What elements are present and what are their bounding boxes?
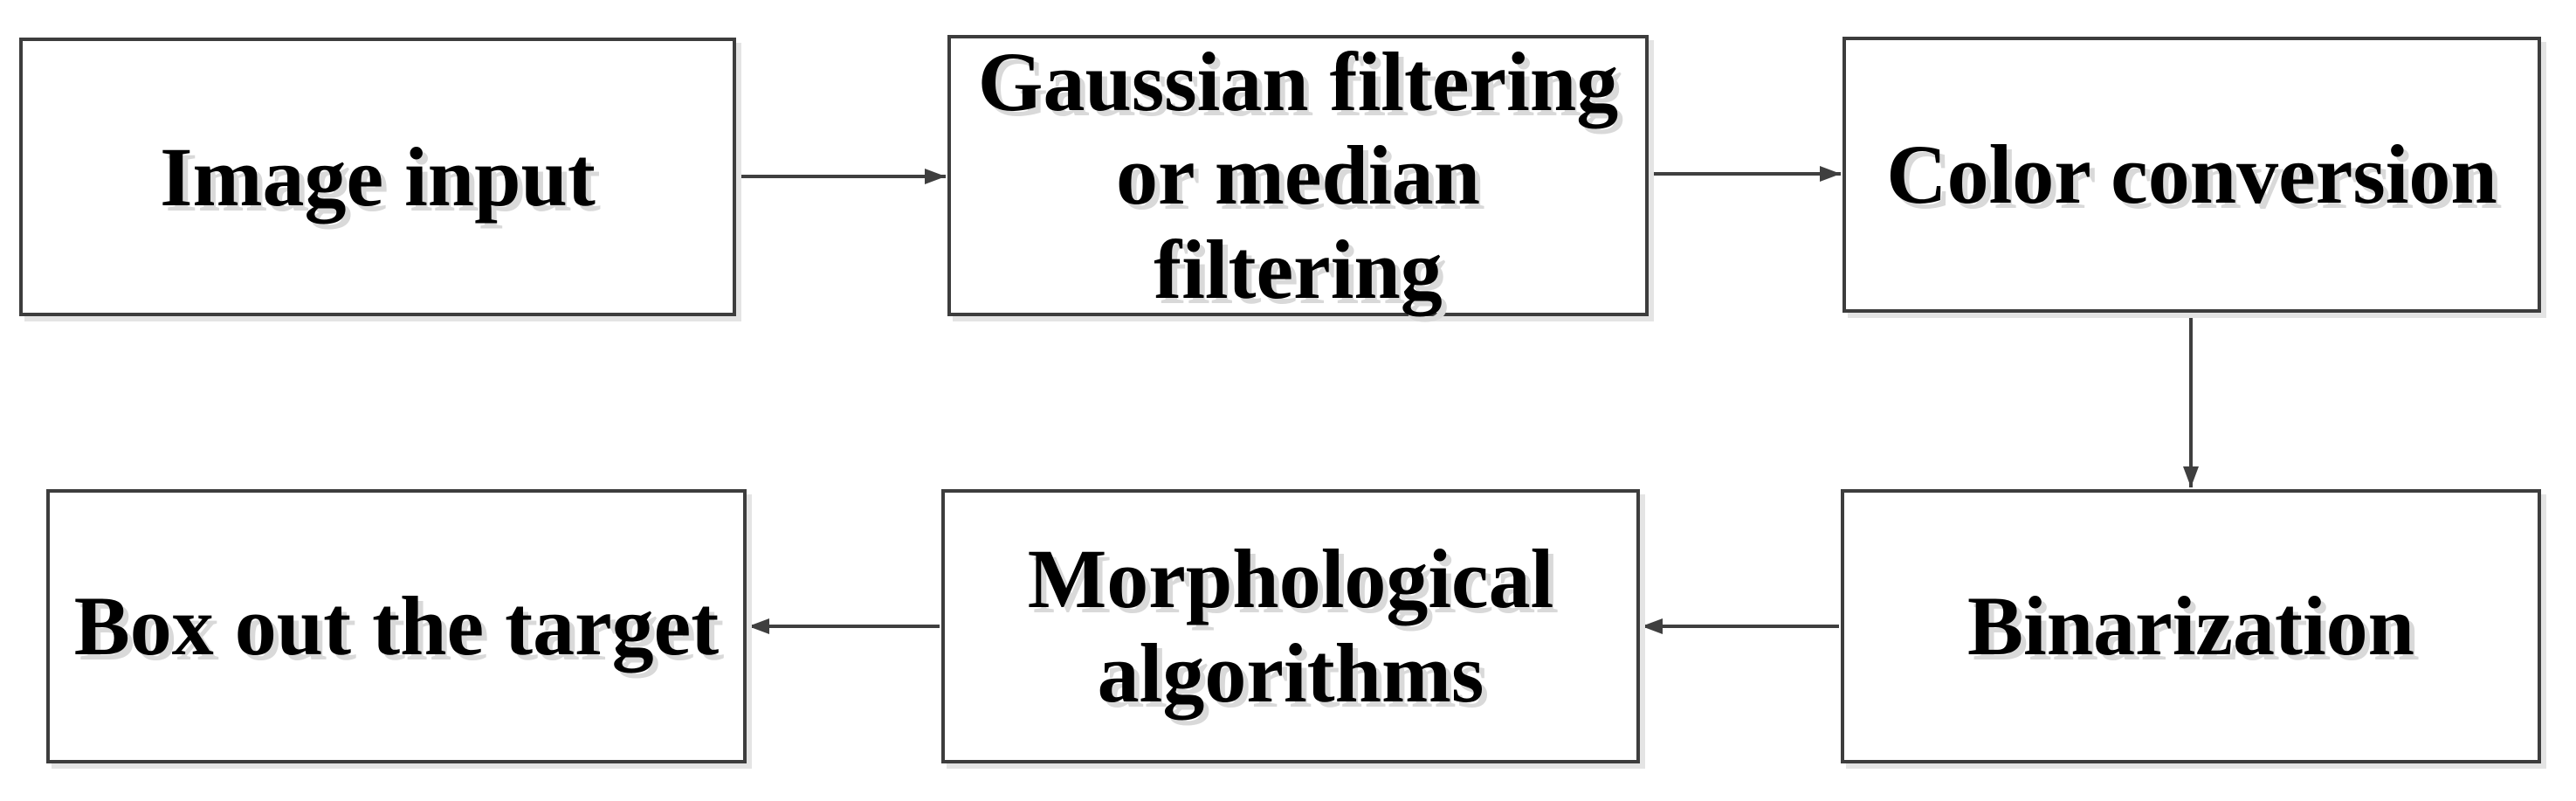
node-label-line: algorithms (1097, 626, 1484, 720)
node-morphological-algorithms: Morphological algorithms (941, 489, 1640, 763)
node-label-line: Binarization (1966, 579, 2414, 673)
node-label-line: Morphological (1027, 532, 1554, 626)
node-gaussian-median-filtering-label: Gaussian filtering or median filtering (978, 35, 1618, 317)
node-image-input-label: Image input (160, 130, 596, 224)
node-label-line: Gaussian filtering (977, 34, 1619, 128)
node-box-out-the-target-label: Box out the target (74, 579, 720, 673)
node-image-input: Image input (19, 38, 736, 316)
node-label-line: Box out the target (73, 579, 720, 673)
node-color-conversion: Color conversion (1842, 37, 2541, 313)
node-label-line: or median (1116, 128, 1480, 223)
node-label-line: filtering (1154, 222, 1443, 316)
node-binarization: Binarization (1841, 489, 2541, 763)
node-label-line: Color conversion (1886, 128, 2497, 222)
node-binarization-label: Binarization (1967, 579, 2414, 673)
node-color-conversion-label: Color conversion (1886, 128, 2497, 222)
node-gaussian-median-filtering: Gaussian filtering or median filtering (947, 35, 1649, 316)
node-box-out-the-target: Box out the target (46, 489, 747, 763)
node-morphological-algorithms-label: Morphological algorithms (1028, 532, 1554, 720)
node-label-line: Image input (160, 129, 596, 224)
